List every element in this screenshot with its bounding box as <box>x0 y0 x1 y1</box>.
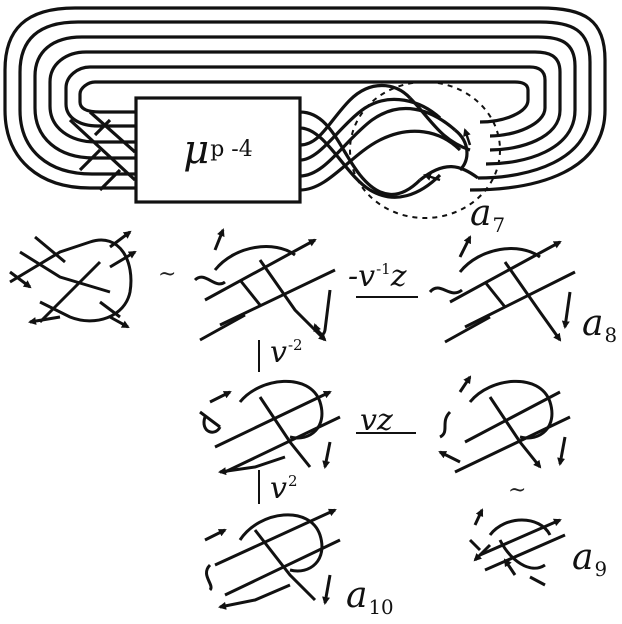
tangle-bottom-right <box>468 508 566 587</box>
term-label-a8: a8 <box>582 303 618 347</box>
tangle-top-right <box>428 235 576 344</box>
term-label-a7: a7 <box>470 193 506 237</box>
tangle-top-middle <box>193 228 336 342</box>
mu-box <box>134 96 302 204</box>
tangle-middle-left <box>199 379 341 476</box>
tangle-bottom-left <box>204 508 341 610</box>
coef-middle-horizontal: vz <box>360 403 393 438</box>
mu-subscript: p -4 <box>210 137 253 162</box>
left-crossings <box>68 110 137 192</box>
tangle-left <box>9 230 137 329</box>
rule-top-horizontal <box>356 296 418 298</box>
twist-region <box>299 84 479 199</box>
term-label-a10: a10 <box>346 575 394 619</box>
closure-strands <box>3 6 607 192</box>
coef-top-vertical: v-2 <box>270 335 303 370</box>
rule-top-vertical <box>258 340 260 372</box>
equiv-symbol-top: ~ <box>158 262 177 287</box>
coef-top-horizontal: -v-1z <box>348 259 407 294</box>
highlight-circle <box>349 81 501 219</box>
tangle-middle-right <box>438 375 571 474</box>
coef-bottom-vertical: v2 <box>270 471 298 506</box>
circle-arrows <box>423 128 472 182</box>
term-label-a9: a9 <box>572 537 608 581</box>
equiv-symbol-right: ~ <box>508 478 527 503</box>
rule-bottom-vertical <box>258 470 260 504</box>
rule-middle-horizontal <box>356 432 416 434</box>
mu-symbol: μ <box>183 127 210 173</box>
